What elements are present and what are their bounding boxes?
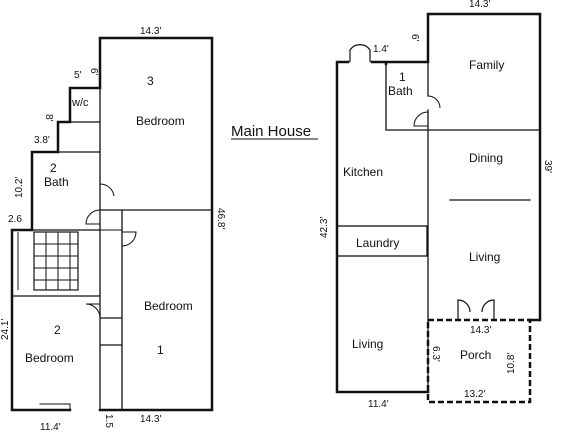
porch-dim-bottom: 13.2'	[464, 389, 485, 400]
dim-step-5: 5'	[74, 70, 82, 81]
main-dim-bottom-left: 11.4'	[368, 399, 389, 410]
dim-step-6: 6'	[88, 68, 99, 76]
dining-label: Dining	[469, 151, 503, 165]
laundry-room	[336, 225, 428, 257]
main-dim-step-1-4: 1.4'	[373, 44, 389, 55]
main-floor-inner-walls	[385, 61, 541, 393]
door-swing-bath1	[427, 95, 441, 109]
bedroom2-label: Bedroom	[25, 351, 74, 365]
dim-top-width: 14.3'	[140, 26, 161, 37]
main-floor-plan: Family 1 Bath Dining Kitchen Laundry Liv…	[319, 0, 553, 410]
dim-step-10-2: 10.2'	[14, 177, 25, 198]
upper-floor-plan: 3 Bedroom w/c 2 Bath 2 Bedroom Bedroom 1…	[0, 26, 226, 432]
door-swing-bath1-b	[413, 111, 429, 127]
bedroom3-number: 3	[147, 74, 154, 88]
dim-bottom-mid: 1.5	[103, 414, 114, 428]
porch-label: Porch	[460, 348, 491, 362]
plan-title: Main House	[231, 123, 311, 140]
bath1-number: 1	[399, 70, 406, 84]
bath1-label: Bath	[388, 84, 413, 98]
living-upper-label: Living	[469, 250, 500, 264]
main-dim-top-width: 14.3'	[469, 0, 490, 10]
laundry-label: Laundry	[356, 236, 399, 250]
bath2-number: 2	[50, 161, 57, 175]
dim-step-8: 8'	[43, 114, 54, 122]
dim-bottom-left: 11.4'	[40, 422, 61, 432]
porch-dim-left: 6.3'	[430, 346, 441, 362]
door-swing-kitchen	[349, 44, 371, 62]
family-label: Family	[469, 58, 504, 72]
porch-dim-right: 10.8'	[506, 353, 517, 374]
porch-outline	[426, 318, 532, 404]
porch-dim-top: 14.3'	[470, 325, 491, 336]
kitchen-label: Kitchen	[343, 165, 383, 179]
bedroom1-label: Bedroom	[144, 299, 193, 313]
door-swing-bedroom3	[85, 209, 101, 225]
bath2-label: Bath	[44, 175, 69, 189]
main-dim-left-height: 42.3'	[319, 217, 330, 238]
bedroom1-number: 1	[157, 343, 164, 357]
main-floor-outer-wall	[335, 12, 542, 394]
bottom-window	[39, 403, 71, 411]
main-dim-step-6: 6'	[409, 34, 420, 42]
wc-label: w/c	[71, 97, 89, 109]
door-swing-bedroom1	[121, 231, 137, 247]
door-swing-bedroom2	[85, 303, 101, 319]
dim-right-height: 46.8'	[215, 208, 226, 229]
door-swing-bath2	[99, 183, 115, 197]
bedroom3-label: Bedroom	[136, 114, 185, 128]
main-dim-right-height: 39'	[542, 160, 553, 173]
bedroom2-number: 2	[54, 323, 61, 337]
dim-step-3-8: 3.8'	[34, 135, 50, 146]
porch-door	[457, 299, 495, 320]
stairs	[17, 231, 79, 291]
dim-step-2-6: 2.6	[8, 214, 22, 225]
dim-left-height: 24.1'	[0, 319, 11, 340]
living-lower-label: Living	[352, 337, 383, 351]
dim-bottom-right: 14.3'	[140, 414, 161, 425]
